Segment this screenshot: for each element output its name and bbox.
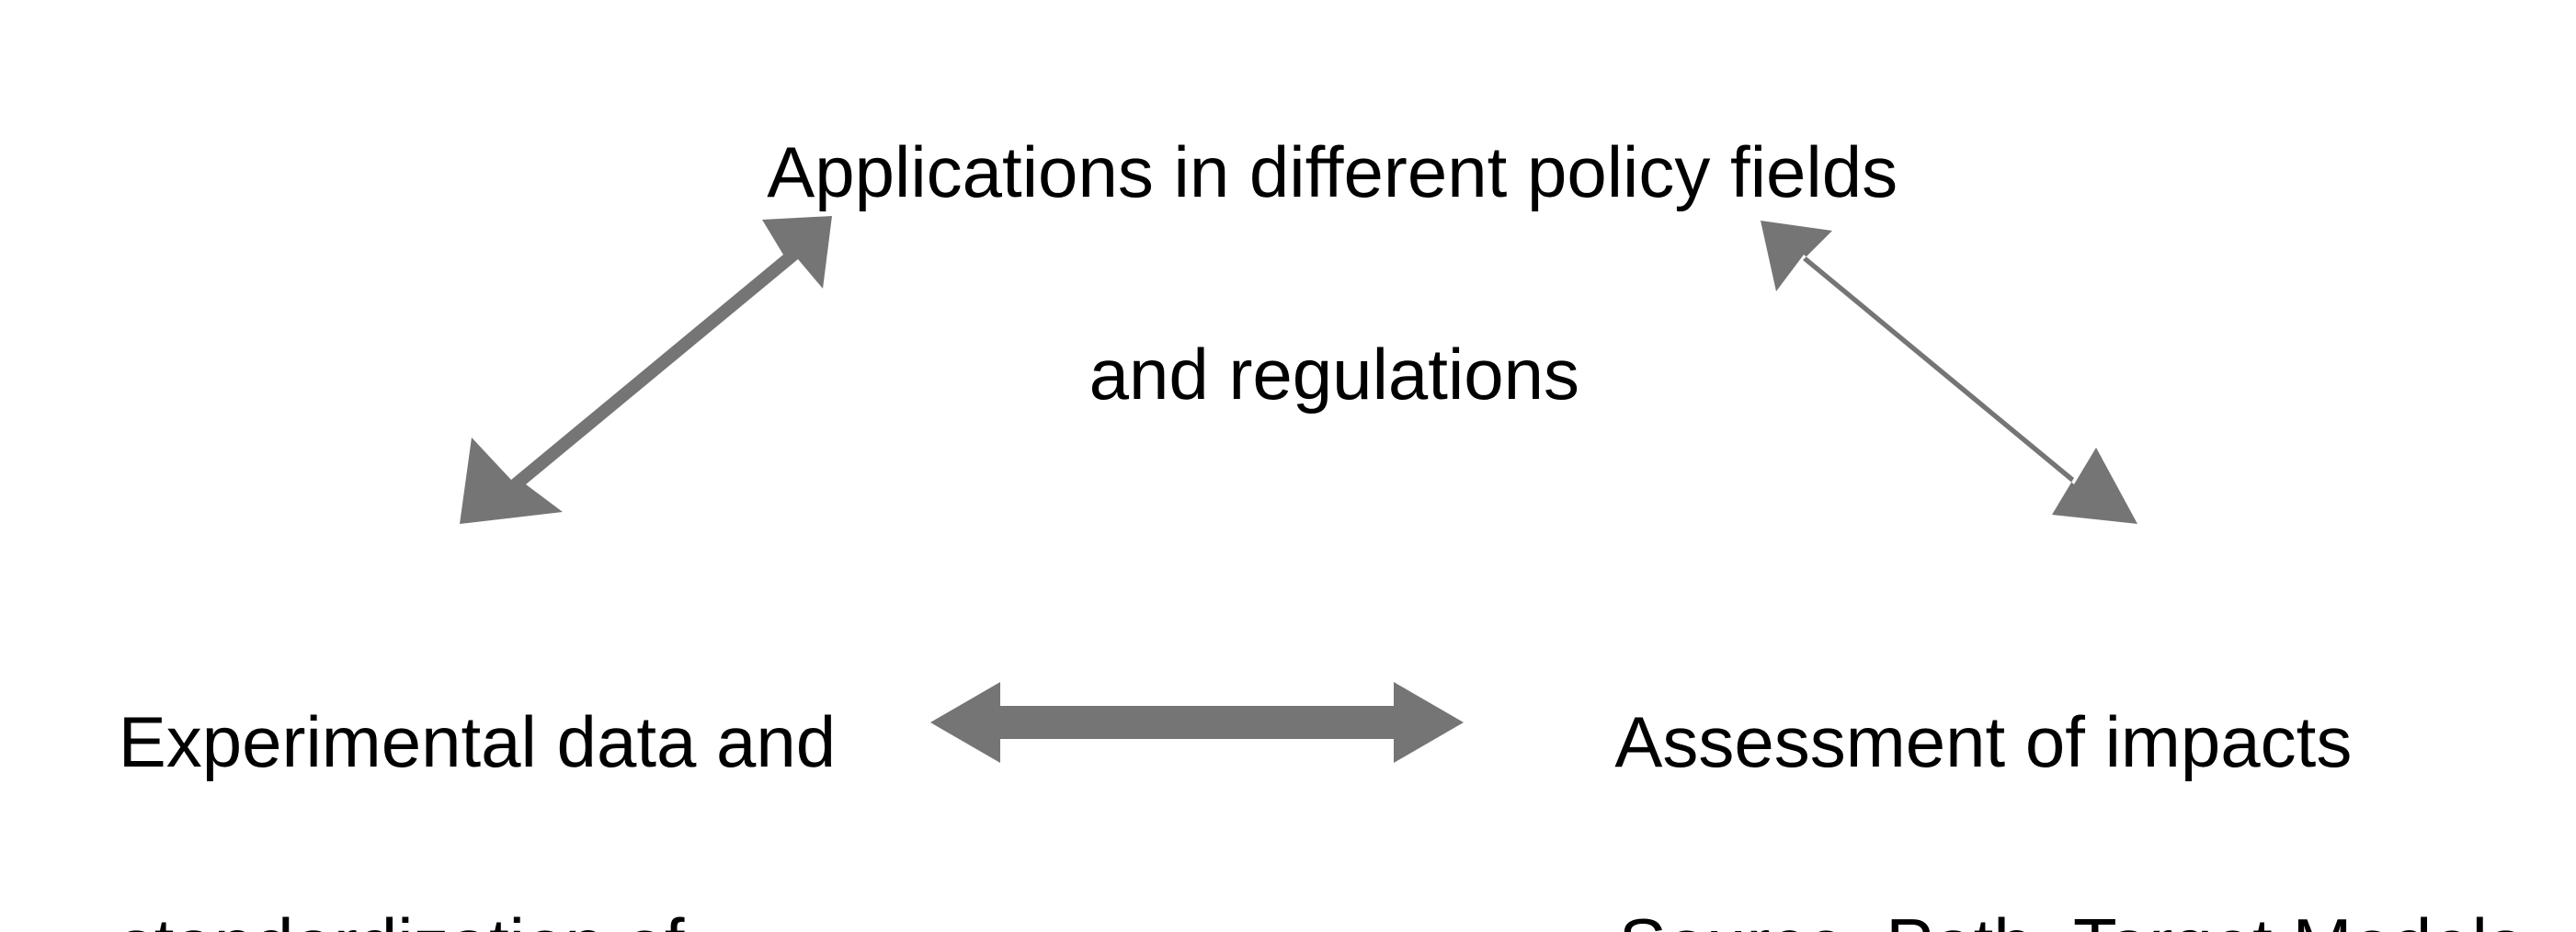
assessment-node-line-2: Source–Path–Target Models (1619, 904, 2524, 932)
assessment-node-line-1: Assessment of impacts (1614, 701, 2353, 782)
arrow-experimental-assessment (930, 682, 1464, 763)
applications-node: Applications in different policy fields … (579, 20, 2010, 526)
experimental-data-node: Experimental data and standardization of… (39, 590, 921, 932)
experimental-data-node-line-2: standardization of (119, 904, 685, 932)
arrow-applications-assessment (1761, 221, 2137, 524)
assessment-node: Assessment of impacts Source–Path–Target… (1539, 590, 2559, 932)
applications-node-line-1: Applications in different policy fields (767, 131, 1898, 212)
experimental-data-node-line-1: Experimental data and (118, 701, 837, 782)
applications-node-line-2: and regulations (1089, 334, 1580, 415)
arrow-experimental-applications (460, 216, 832, 524)
